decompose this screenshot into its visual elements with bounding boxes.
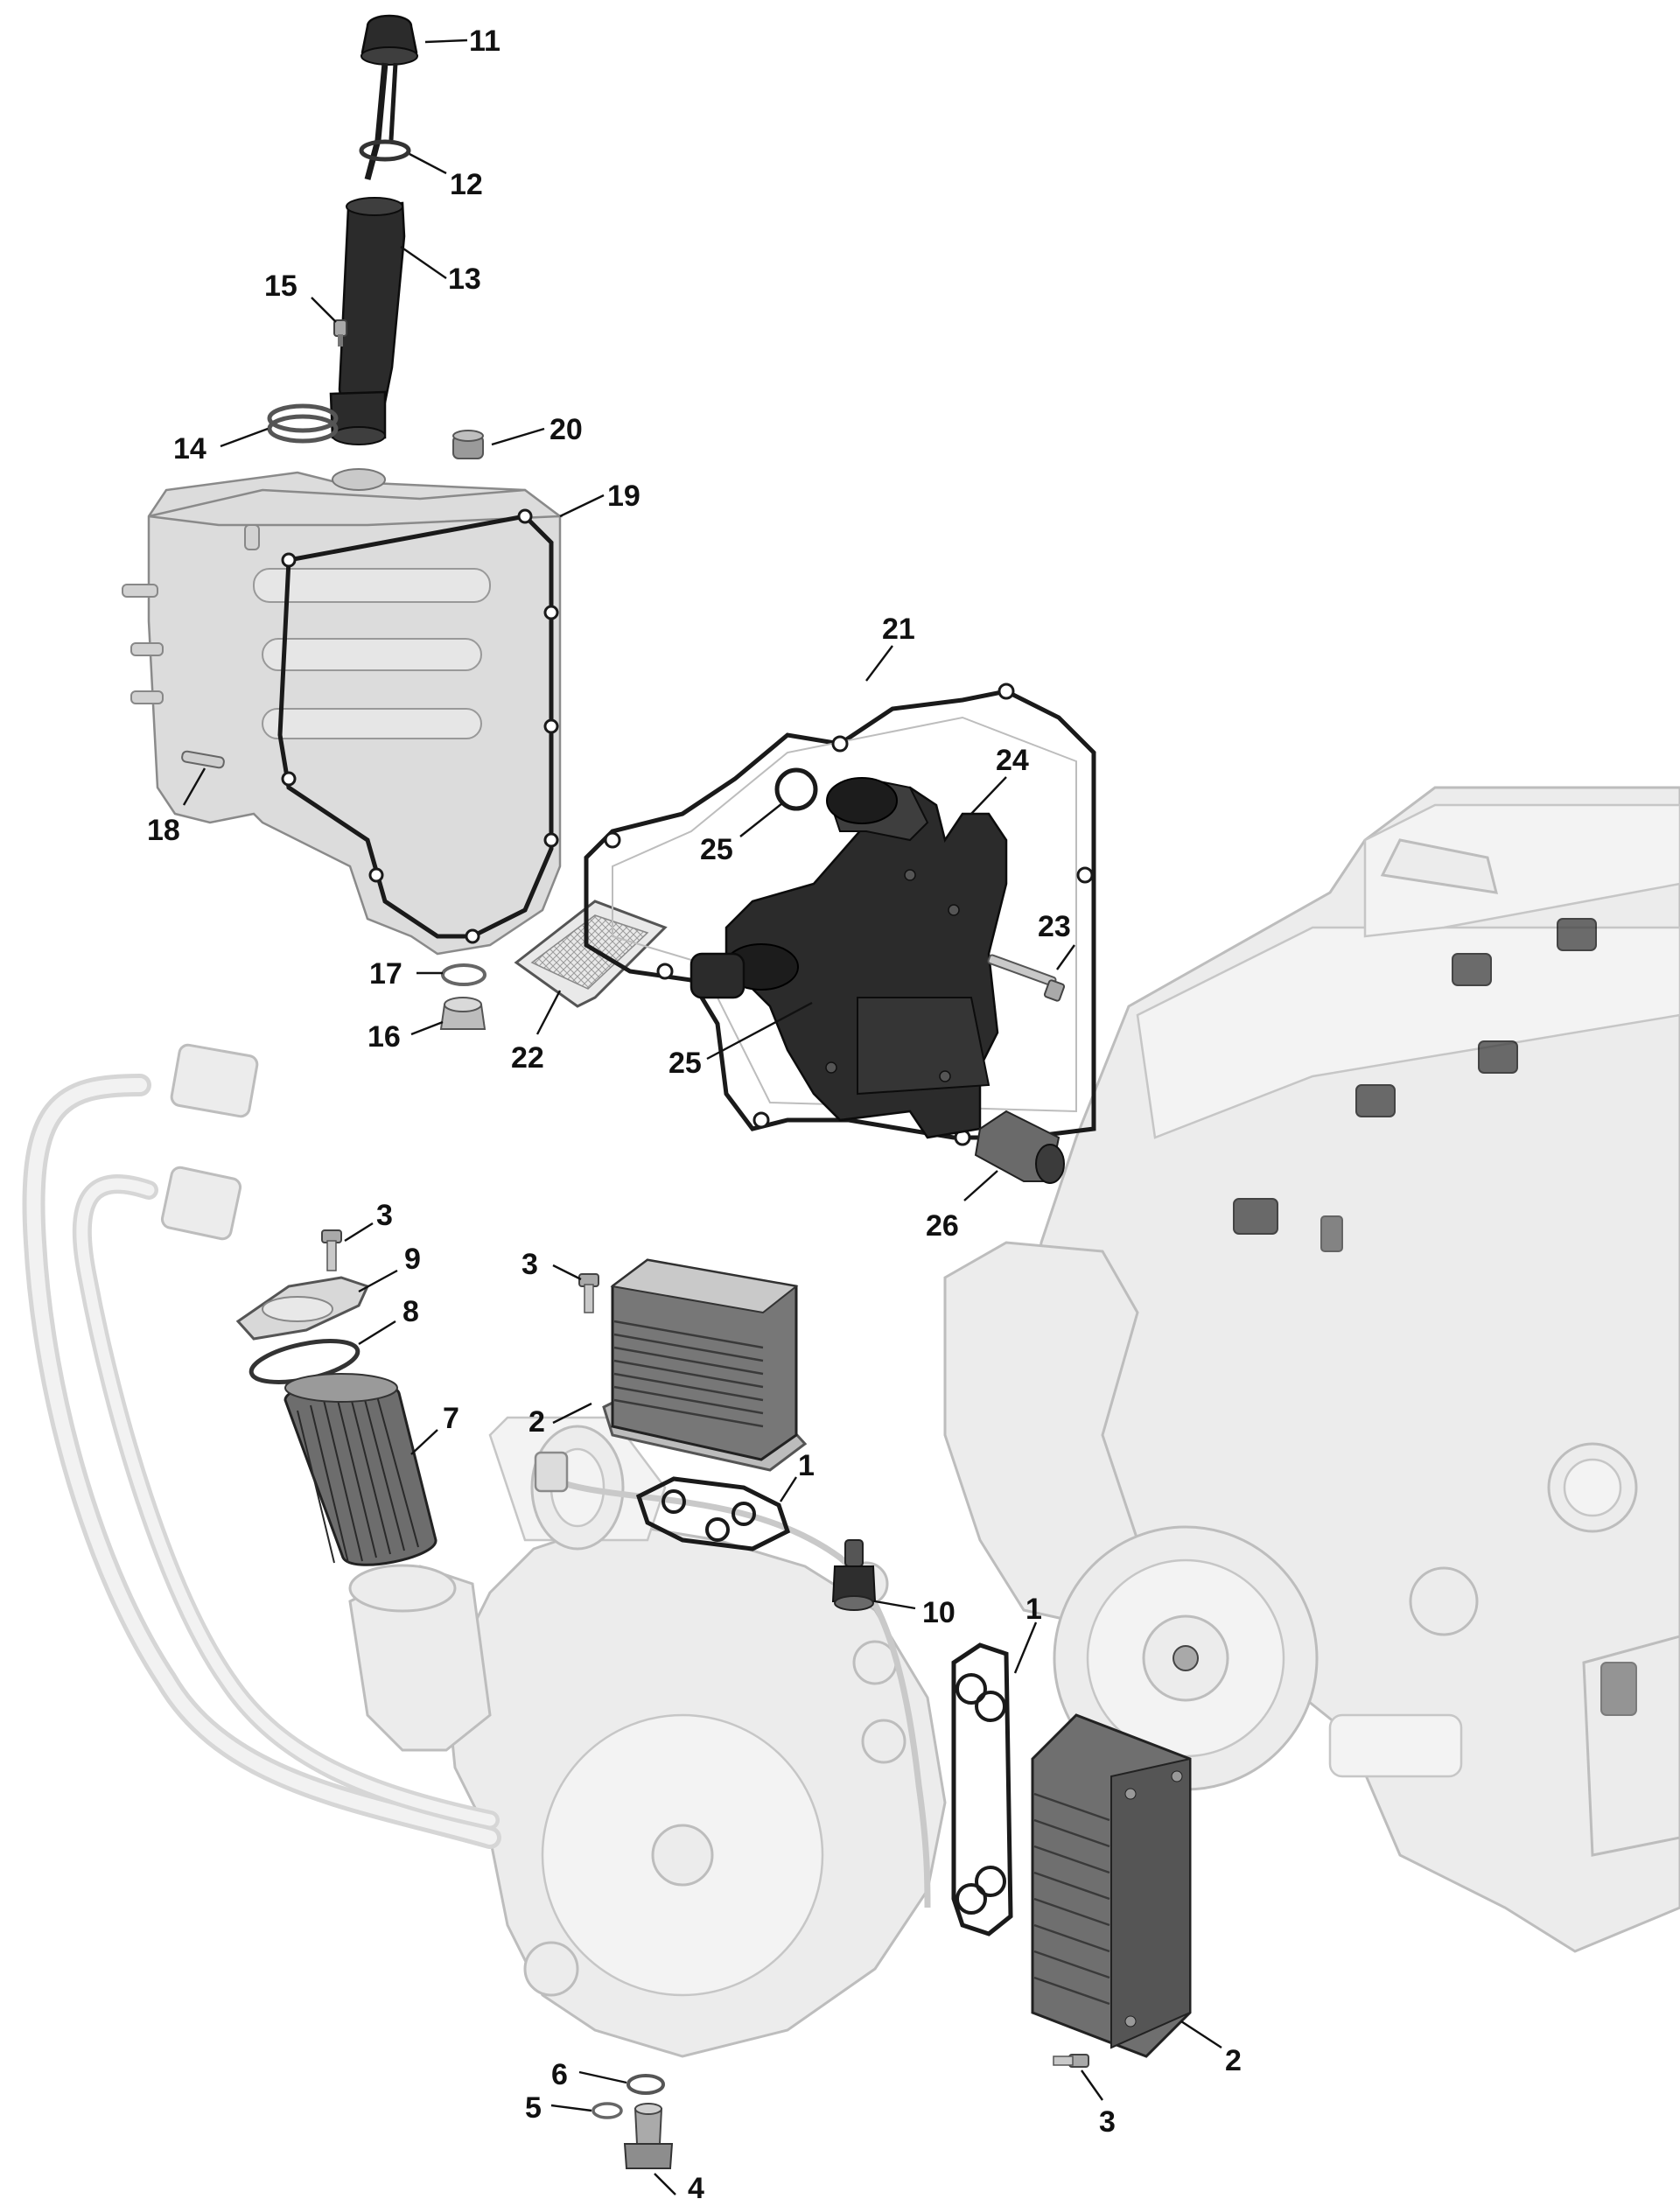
leader-26 <box>963 1170 998 1201</box>
callout-11: 11 <box>469 25 500 58</box>
leader-3c <box>1081 2069 1103 2101</box>
leader-25a <box>739 802 783 837</box>
callout-3a: 3 <box>376 1199 393 1232</box>
engine-block-ghost <box>943 786 1680 1953</box>
bolt-pump-housing <box>987 954 1066 1002</box>
callout-3c: 3 <box>1099 2105 1116 2139</box>
bolt-oil-cooler-upper <box>578 1273 599 1313</box>
callout-24: 24 <box>996 744 1029 777</box>
leader-7 <box>410 1429 438 1455</box>
bolt-filter-cover <box>321 1229 342 1271</box>
dowel-pin <box>181 750 225 769</box>
leader-13 <box>400 246 447 279</box>
oil-cooler-upper <box>602 1258 808 1472</box>
oil-filter-element <box>284 1373 438 1566</box>
leader-10 <box>874 1600 916 1610</box>
leader-15 <box>311 297 337 323</box>
callout-7: 7 <box>443 1402 459 1435</box>
callout-14: 14 <box>173 432 206 466</box>
leader-6 <box>578 2070 627 2084</box>
leader-25b <box>706 1001 813 1061</box>
callout-22: 22 <box>511 1041 544 1075</box>
leader-23 <box>1056 944 1075 970</box>
leader-3a <box>344 1222 374 1243</box>
leader-9 <box>358 1269 398 1293</box>
leader-12 <box>409 152 447 175</box>
callout-labels: 11 12 13 15 14 20 19 21 24 25 18 23 17 1… <box>147 25 1242 2205</box>
leader-22 <box>536 990 562 1035</box>
leader-11 <box>424 39 468 44</box>
oil-strainer-screen <box>514 900 668 1008</box>
callout-18: 18 <box>147 814 180 847</box>
callout-21: 21 <box>882 613 915 646</box>
dipstick-tube <box>329 197 406 445</box>
leader-2a <box>552 1402 592 1425</box>
leader-2b <box>1180 2020 1222 2049</box>
callout-26: 26 <box>926 1209 959 1243</box>
oil-pump-housing <box>690 777 1008 1139</box>
transmission-housing-ghost <box>348 1416 947 2058</box>
oil-pressure-sensor <box>831 1539 877 1611</box>
drain-plug-tank <box>439 997 486 1030</box>
oil-cooler-gasket-lower <box>951 1642 1013 1936</box>
o-ring-set-tube <box>267 403 339 444</box>
leader-lines <box>182 39 1222 2195</box>
leader-1a <box>779 1476 798 1502</box>
bolt-oil-cooler-lower <box>1053 2054 1089 2068</box>
callout-10: 10 <box>922 1596 956 1629</box>
callout-3b: 3 <box>522 1248 538 1281</box>
oil-cooler-lower <box>1031 1713 1192 2058</box>
callout-9: 9 <box>404 1243 421 1276</box>
leader-14 <box>220 427 269 448</box>
drain-plug-gearbox <box>623 2103 674 2169</box>
leader-4 <box>654 2173 676 2195</box>
callout-2a: 2 <box>528 1405 545 1439</box>
leader-19 <box>559 494 605 518</box>
callout-19: 19 <box>607 480 640 513</box>
callout-17: 17 <box>369 957 402 991</box>
leader-8 <box>358 1320 396 1346</box>
o-ring-outlet-upper <box>774 767 818 811</box>
leader-16 <box>410 1020 444 1036</box>
callout-13: 13 <box>448 263 481 296</box>
dipstick-cap <box>360 14 418 180</box>
callout-23: 23 <box>1038 910 1071 943</box>
leader-21 <box>865 645 893 682</box>
pump-cover-gasket <box>584 683 1096 1146</box>
callout-6: 6 <box>551 2058 568 2091</box>
leader-5 <box>550 2104 592 2112</box>
leader-1b <box>1013 1621 1038 1674</box>
washer-drain-plug <box>592 2102 623 2119</box>
callout-25b: 25 <box>668 1047 702 1080</box>
callout-16: 16 <box>368 1020 401 1054</box>
callout-15: 15 <box>264 270 298 303</box>
leader-24 <box>970 776 1007 815</box>
callout-12: 12 <box>450 168 483 201</box>
leader-20 <box>491 427 545 446</box>
callout-2b: 2 <box>1225 2044 1242 2077</box>
screw-dipstick-tube <box>333 319 347 347</box>
outlet-fitting <box>974 1110 1065 1184</box>
leader-3b <box>552 1264 582 1281</box>
oil-tank-cover <box>122 468 564 956</box>
callout-1b: 1 <box>1026 1593 1042 1626</box>
callout-8: 8 <box>402 1295 419 1328</box>
leader-18 <box>182 767 206 806</box>
oil-cooler-gasket-upper <box>635 1476 791 1551</box>
sealing-washer <box>441 963 486 986</box>
plug-cap <box>452 430 484 459</box>
coolant-hose-ghost <box>22 1043 931 1908</box>
callout-1a: 1 <box>798 1449 815 1482</box>
callout-25a: 25 <box>700 833 733 866</box>
o-ring-drain-plug <box>626 2074 665 2095</box>
callout-5: 5 <box>525 2091 542 2125</box>
callout-4: 4 <box>688 2172 704 2205</box>
oil-filter-cover <box>235 1276 370 1341</box>
callout-20: 20 <box>550 413 583 446</box>
o-ring-dipstick <box>359 139 411 162</box>
